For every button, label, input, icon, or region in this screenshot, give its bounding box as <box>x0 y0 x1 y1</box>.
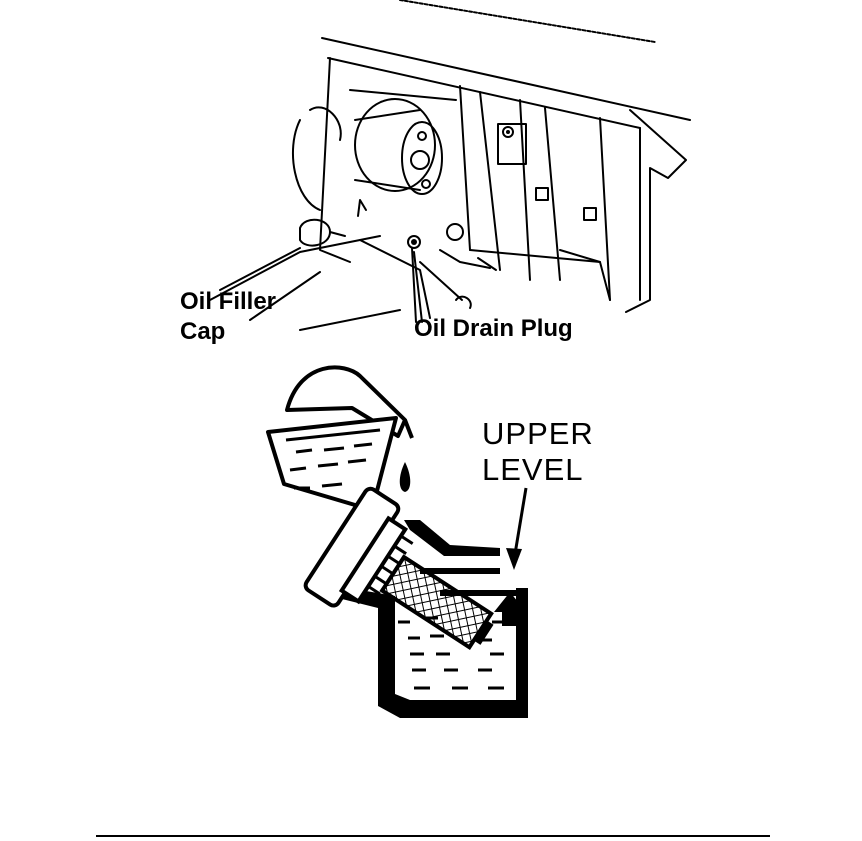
oil-filler-cap-label-line2: Cap <box>180 317 276 347</box>
oil-can <box>268 367 405 510</box>
upper-level-label-line1: UPPER <box>482 416 594 452</box>
oil-filler-cap-label-line1: Oil Filler <box>180 287 276 317</box>
oil-filler-cap-label: Oil Filler Cap <box>180 287 276 347</box>
upper-level-label: UPPER LEVEL <box>482 416 594 488</box>
oil-drain-plug-label: Oil Drain Plug <box>414 314 573 344</box>
upper-level-label-line2: LEVEL <box>482 452 594 488</box>
